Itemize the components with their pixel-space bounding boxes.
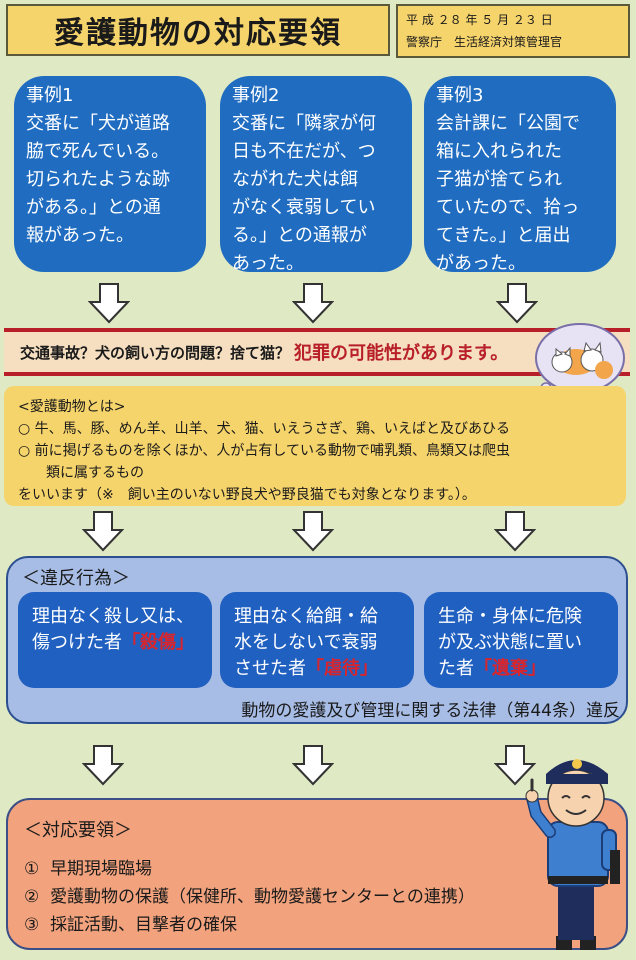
banner-emphasis: 犯罪の可能性があります。 [294,343,509,364]
case-line: 子猫が捨てられ [436,169,562,190]
violation-line: 傷つけた者 [32,632,122,653]
case-line: 会計課に「公園で [436,113,580,134]
issue-date: 平 成 ２８ 年 ５ 月 ２３ 日 [406,13,553,27]
response-item: ① 早期現場臨場 [24,854,152,879]
violation-abuse: 理由なく給餌・給 水をしないで衰弱 させた者「虐待」 [220,592,414,688]
case-line: あった。 [232,253,304,274]
violation-line: た者 [438,658,474,679]
violation-line: 理由なく殺し又は、 [32,606,194,627]
response-item: ② 愛護動物の保護（保健所、動物愛護センターとの連携） [24,882,475,907]
violation-crime: 「殺傷」 [122,632,194,653]
case-line: 交番に「犬が道路 [26,113,170,134]
response-number: ③ [24,915,40,935]
case-line: 切られたような跡 [26,169,170,190]
violation-line: 生命・身体に危険 [438,606,582,627]
definition-footer: をいいます（※ 飼い主のいない野良犬や野良猫でも対象となります。）。 [18,487,476,503]
case-line: があった。 [436,253,526,274]
protected-animal-definition: <愛護動物とは> ○ 牛、馬、豚、めん羊、山羊、犬、猫、いえうさぎ、鶏、いえばと… [4,386,626,506]
response-number: ② [24,887,40,907]
definition-item: ○ 牛、馬、豚、めん羊、山羊、犬、猫、いえうさぎ、鶏、いえばと及びあひる [18,421,510,437]
violation-heading: ＜違反行為＞ [22,568,130,589]
response-item: ③ 採証活動、目撃者の確保 [24,910,237,935]
case-line: てきた。」と届出 [436,225,571,246]
case-line: がなく衰弱してい [232,197,376,218]
case-heading: 事例2 [232,85,280,106]
definition-item-cont: 類に属するもの [46,465,144,481]
violation-killing: 理由なく殺し又は、 傷つけた者「殺傷」 [18,592,212,688]
banner-question: 交通事故？犬の飼い方の問題？捨て猫？ [20,343,291,362]
case-2: 事例2 交番に「隣家が何 日も不在だが、つ ながれた犬は餌 がなく衰弱してい る… [220,76,412,274]
page-title: 愛護動物の対応要領 [6,4,390,56]
case-line: ながれた犬は餌 [232,169,358,190]
response-text: 愛護動物の保護（保健所、動物愛護センターとの連携） [50,887,475,907]
down-arrow-icon [88,283,130,324]
violation-abandonment: 生命・身体に危険 が及ぶ状態に置い た者「遺棄」 [424,592,618,688]
header-info: 平 成 ２８ 年 ５ 月 ２３ 日 警察庁 生活経済対策管理官 [396,4,630,58]
crime-possibility-banner: 交通事故？犬の飼い方の問題？捨て猫？ 犯罪の可能性があります。 [4,328,630,376]
down-arrow-icon [82,745,124,786]
down-arrow-icon [292,283,334,324]
response-panel [6,798,628,950]
response-heading: ＜対応要領＞ [24,820,132,841]
issuer: 警察庁 生活経済対策管理官 [406,35,563,49]
down-arrow-icon [496,283,538,324]
case-heading: 事例1 [26,85,74,106]
definition-item: ○ 前に掲げるものを除くほか、人が占有している動物で哺乳類、鳥類又は爬虫 [18,443,510,459]
definition-heading: <愛護動物とは> [18,399,126,415]
case-line: ていたので、拾っ [436,197,580,218]
violation-line: 理由なく給餌・給 [234,606,378,627]
down-arrow-icon [292,745,334,786]
down-arrow-icon [494,511,536,552]
response-text: 早期現場臨場 [50,859,153,879]
down-arrow-icon [494,745,536,786]
violation-crime: 「遺棄」 [474,658,546,679]
violation-line: させた者 [234,658,306,679]
case-1: 事例1 交番に「犬が道路 脇で死んでいる。 切られたような跡 がある。」との通 … [14,76,206,272]
case-line: 日も不在だが、つ [232,141,376,162]
response-text: 採証活動、目撃者の確保 [50,915,238,935]
violation-line: が及ぶ状態に置い [438,632,582,653]
response-number: ① [24,859,40,879]
case-line: 交番に「隣家が何 [232,113,376,134]
case-line: がある。」との通 [26,197,161,218]
down-arrow-icon [82,511,124,552]
case-line: る。」との通報が [232,225,367,246]
down-arrow-icon [292,511,334,552]
case-3: 事例3 会計課に「公園で 箱に入れられた 子猫が捨てられ ていたので、拾っ てき… [424,76,616,274]
case-line: 報があった。 [26,225,134,246]
case-line: 箱に入れられた [436,141,562,162]
law-reference: 動物の愛護及び管理に関する法律（第44条）違反 [241,701,620,721]
case-line: 脇で死んでいる。 [26,141,170,162]
violation-line: 水をしないで衰弱 [234,632,378,653]
police-officer-icon [525,759,620,950]
case-heading: 事例3 [436,85,484,106]
violation-crime: 「虐待」 [306,658,378,679]
